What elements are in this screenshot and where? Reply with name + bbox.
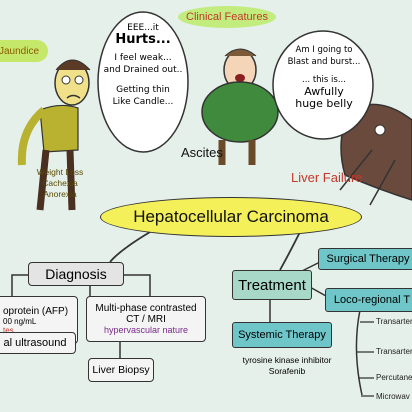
systemic-therapy-text: Systemic Therapy [238,329,326,341]
imaging-line-1: Multi-phase contrasted [95,303,197,314]
ultrasound-text: al ultrasound [3,337,67,349]
center-to-diagnosis-line [109,231,151,263]
sorafenib-text: Sorafenib [268,366,306,376]
afp-red-text: tes [3,325,14,335]
treatment-box: Treatment [232,270,312,300]
loco-item-1: Transarterial [376,317,412,326]
weight-loss-list: Weight Loss Cachexia Anorexia [30,167,90,200]
loco-item-ticks [357,321,374,397]
loco-regional-text: Loco-regional T [333,294,411,306]
liver-character-figure [339,103,412,206]
speech-bubble-2-shape [272,30,374,140]
bubble1-line-4: and Drained out.. [103,65,183,75]
bubble2-line-2: Blast and burst... [287,57,361,67]
afp-text: oprotein (AFP) [3,305,69,317]
central-title-ellipse: Hepatocellular Carcinoma [100,197,362,237]
bubble1-line-2: Hurts... [115,32,171,47]
bubble2-line-3: ... this is... [302,75,346,85]
bubble1-line-3: I feel weak... [114,53,172,63]
ultrasound-box: al ultrasound [0,332,76,354]
diagnosis-title: Diagnosis [45,266,107,282]
diagnosis-to-imaging-line [120,274,151,296]
liver-failure-label: Liver Failure [291,170,363,185]
imaging-line-2: CT / MRI [126,314,166,325]
loco-item-4: Microwav [376,392,410,401]
clinical-features-label: Clinical Features [178,6,276,28]
speech-bubble-1-shape [97,11,189,153]
bubble1-line-6: Like Candle... [112,97,174,107]
biopsy-text: Liver Biopsy [92,364,150,376]
afp-threshold-text: 00 ng/mL [3,316,37,326]
treatment-title: Treatment [238,276,306,294]
bubble2-line-5: huge belly [295,97,353,110]
center-to-treatment-line [279,231,301,271]
hypervascular-note: hypervascular nature [103,325,189,335]
jaundice-person-figure [17,59,91,211]
bubble1-line-5: Getting thin [116,85,170,95]
bubble2-line-4: Awfully [304,85,344,98]
bubble2-line-1: Am I going to [295,45,353,55]
loco-bracket-line [355,309,363,396]
tki-text: tyrosine kinase inhibitor [242,355,332,365]
loco-item-2: Transarterial [376,347,412,356]
speech-bubble-1: EEE...it Hurts... I feel weak... and Dra… [103,22,183,108]
bubble1-line-1: EEE...it [127,23,159,33]
ascites-person-figure [201,48,279,165]
anorexia-text: Anorexia [43,189,77,199]
weight-loss-text: Weight Loss [36,167,84,177]
clinical-features-title: Clinical Features [186,11,268,23]
systemic-therapy-box: Systemic Therapy [232,322,332,348]
central-title: Hepatocellular Carcinoma [133,207,329,226]
jaundice-label: Jaundice [0,40,48,62]
speech-bubble-2: Am I going to Blast and burst... ... thi… [278,44,370,110]
surgical-therapy-box: Surgical Therapy [318,248,412,270]
imaging-box: Multi-phase contrasted CT / MRI hypervas… [86,296,206,342]
surgical-therapy-text: Surgical Therapy [326,253,410,265]
biopsy-box: Liver Biopsy [88,358,154,382]
loco-regional-box: Loco-regional T [325,288,412,312]
loco-item-3: Percutane [376,373,412,382]
diagnosis-box: Diagnosis [28,262,124,286]
jaundice-text: Jaundice [0,45,40,57]
ascites-label: Ascites [181,145,223,160]
systemic-drugs: tyrosine kinase inhibitor Sorafenib [232,355,342,377]
cachexia-text: Cachexia [42,178,78,188]
